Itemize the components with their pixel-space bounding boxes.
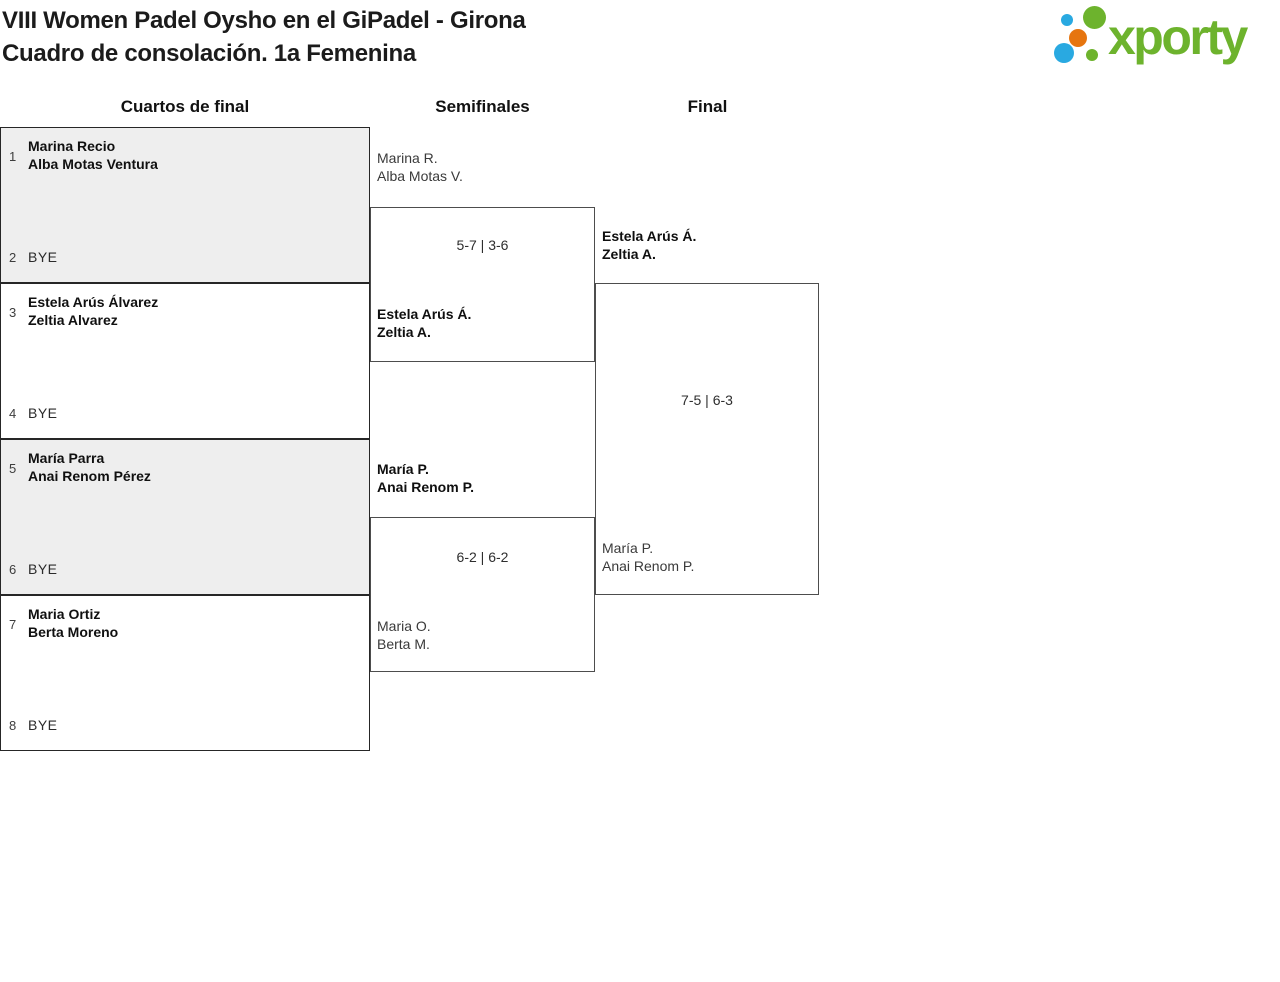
player-name: Zeltia Alvarez: [28, 312, 118, 328]
logo-dot-icon: [1061, 14, 1073, 26]
player-name: Berta M.: [377, 636, 430, 652]
semifinal-match-2-box: [370, 517, 595, 672]
player-name: Alba Motas Ventura: [28, 156, 158, 172]
team-names: Marina Recio Alba Motas Ventura: [28, 137, 158, 173]
quarterfinal-match-1: 1 Marina Recio Alba Motas Ventura 2 BYE: [0, 127, 370, 283]
bracket-subtitle: Cuadro de consolación. 1a Femenina: [2, 40, 416, 67]
bye-label: BYE: [28, 405, 58, 421]
final-team-top: Estela Arús Á. Zeltia A.: [602, 227, 696, 263]
player-name: Maria Ortiz: [28, 606, 101, 622]
logo-dot-icon: [1054, 43, 1074, 63]
player-name: Marina R.: [377, 150, 438, 166]
seed-number: 2: [9, 250, 17, 265]
player-name: Estela Arús Á.: [602, 228, 697, 244]
player-name: Estela Arús Á.: [377, 306, 472, 322]
quarterfinal-match-2: 3 Estela Arús Álvarez Zeltia Alvarez 4 B…: [0, 283, 370, 439]
seed-number: 3: [9, 305, 17, 320]
player-name: María Parra: [28, 450, 105, 466]
semifinal-1-team-bottom: Estela Arús Á. Zeltia A.: [377, 305, 471, 341]
semifinal-match-1-box: [370, 207, 595, 362]
player-name: Alba Motas V.: [377, 168, 463, 184]
quarterfinal-match-3: 5 María Parra Anai Renom Pérez 6 BYE: [0, 439, 370, 595]
bye-label: BYE: [28, 717, 58, 733]
player-name: Anai Renom P.: [377, 479, 474, 495]
round-header-semifinals: Semifinales: [435, 97, 530, 116]
seed-number: 1: [9, 149, 17, 164]
player-name: Maria O.: [377, 618, 431, 634]
header: VIII Women Padel Oysho en el GiPadel - G…: [2, 4, 526, 70]
tournament-title: VIII Women Padel Oysho en el GiPadel - G…: [2, 7, 526, 34]
logo-dot-icon: [1083, 6, 1106, 29]
seed-number: 5: [9, 461, 17, 476]
player-name: Zeltia A.: [377, 324, 431, 340]
semifinal-2-team-bottom: Maria O. Berta M.: [377, 617, 431, 653]
logo-dot-icon: [1086, 49, 1098, 61]
xporty-logo[interactable]: xporty: [1050, 0, 1278, 76]
final-score: 7-5 | 6-3: [681, 392, 733, 408]
quarterfinal-match-4: 7 Maria Ortiz Berta Moreno 8 BYE: [0, 595, 370, 751]
seed-number: 4: [9, 406, 17, 421]
semifinal-2-team-top: María P. Anai Renom P.: [377, 460, 474, 496]
semifinal-1-team-top: Marina R. Alba Motas V.: [377, 149, 463, 185]
player-name: Anai Renom Pérez: [28, 468, 151, 484]
player-name: Berta Moreno: [28, 624, 119, 640]
bye-label: BYE: [28, 249, 58, 265]
round-header-quarterfinals: Cuartos de final: [120, 97, 250, 116]
seed-number: 8: [9, 718, 17, 733]
seed-number: 6: [9, 562, 17, 577]
player-name: María P.: [377, 461, 429, 477]
team-names: Estela Arús Álvarez Zeltia Alvarez: [28, 293, 158, 329]
final-match-box: [595, 283, 819, 595]
team-names: María Parra Anai Renom Pérez: [28, 449, 151, 485]
player-name: María P.: [602, 540, 654, 556]
semifinal-1-score: 5-7 | 3-6: [456, 237, 509, 253]
xporty-logo-text: xporty: [1108, 9, 1248, 65]
final-team-bottom: María P. Anai Renom P.: [602, 539, 694, 575]
round-header-final: Final: [687, 97, 728, 116]
team-names: Maria Ortiz Berta Moreno: [28, 605, 118, 641]
player-name: Marina Recio: [28, 138, 116, 154]
bye-label: BYE: [28, 561, 58, 577]
player-name: Anai Renom P.: [602, 558, 695, 574]
semifinal-2-score: 6-2 | 6-2: [456, 549, 509, 565]
seed-number: 7: [9, 617, 17, 632]
player-name: Estela Arús Álvarez: [28, 294, 159, 310]
logo-dot-icon: [1069, 29, 1087, 47]
player-name: Zeltia A.: [602, 246, 656, 262]
